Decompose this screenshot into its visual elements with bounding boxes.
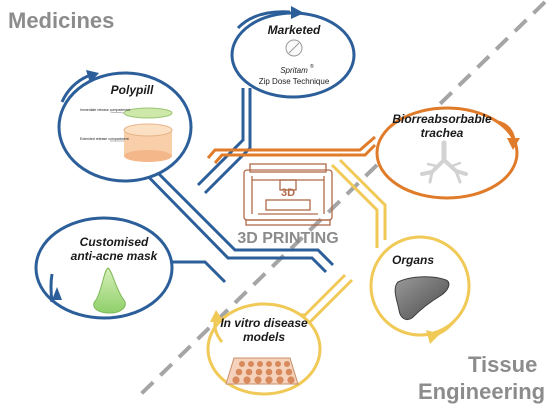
arrow-head-icon <box>426 330 440 344</box>
bubble-disease-models: In vitro disease models <box>206 302 322 396</box>
well-plate-icon <box>225 357 299 385</box>
arrow-head-icon <box>507 138 520 150</box>
center-label: 3D PRINTING <box>237 230 338 247</box>
trachea-icon <box>420 140 468 184</box>
trachea-title-line1: Biorreabsorbable <box>392 112 492 126</box>
printer-3d-text: 3D <box>281 187 295 199</box>
arrow-head-icon <box>86 70 99 83</box>
tissue-heading: Tissue <box>468 352 538 377</box>
arrow-head-icon <box>210 310 224 322</box>
bubble-marketed: Marketed Spritam ® Zip Dose Technique <box>230 6 356 99</box>
bubble-acne-mask: Customised anti-acne mask <box>34 216 174 320</box>
acne-title-line1: Customised <box>80 235 149 249</box>
disease-title-line1: In vitro disease <box>220 316 308 330</box>
divider-dashed-line <box>138 0 547 397</box>
medicines-heading: Medicines <box>8 8 115 33</box>
arrow-head-icon <box>291 6 304 19</box>
acne-title-line2: anti-acne mask <box>71 249 159 263</box>
polypill-title: Polypill <box>111 83 154 97</box>
nose-mask-icon <box>93 267 126 314</box>
liver-icon <box>394 276 450 321</box>
orange-connectors <box>206 135 377 164</box>
bubble-polypill: Polypill Immediate release compartment E… <box>57 70 193 183</box>
bubble-trachea: Biorreabsorbable trachea <box>375 106 520 200</box>
spritam-registered-mark: ® <box>310 63 314 70</box>
engineering-heading: Engineering <box>418 379 546 404</box>
trachea-title-line2: trachea <box>421 126 464 140</box>
marketed-subtitle: Zip Dose Technique <box>259 77 330 86</box>
blue-connectors <box>130 88 335 284</box>
disease-title-line2: models <box>243 330 285 344</box>
marketed-title: Marketed <box>268 23 321 37</box>
bubble-organs: Organs <box>369 235 471 344</box>
arrow-head-icon <box>52 287 62 300</box>
polypill-label-bottom: Extended release compartment <box>80 137 129 141</box>
spritam-brand: Spritam <box>280 66 308 75</box>
3d-printer-icon <box>243 163 333 226</box>
organs-title: Organs <box>392 253 434 267</box>
polypill-label-top: Immediate release compartment <box>80 108 130 112</box>
